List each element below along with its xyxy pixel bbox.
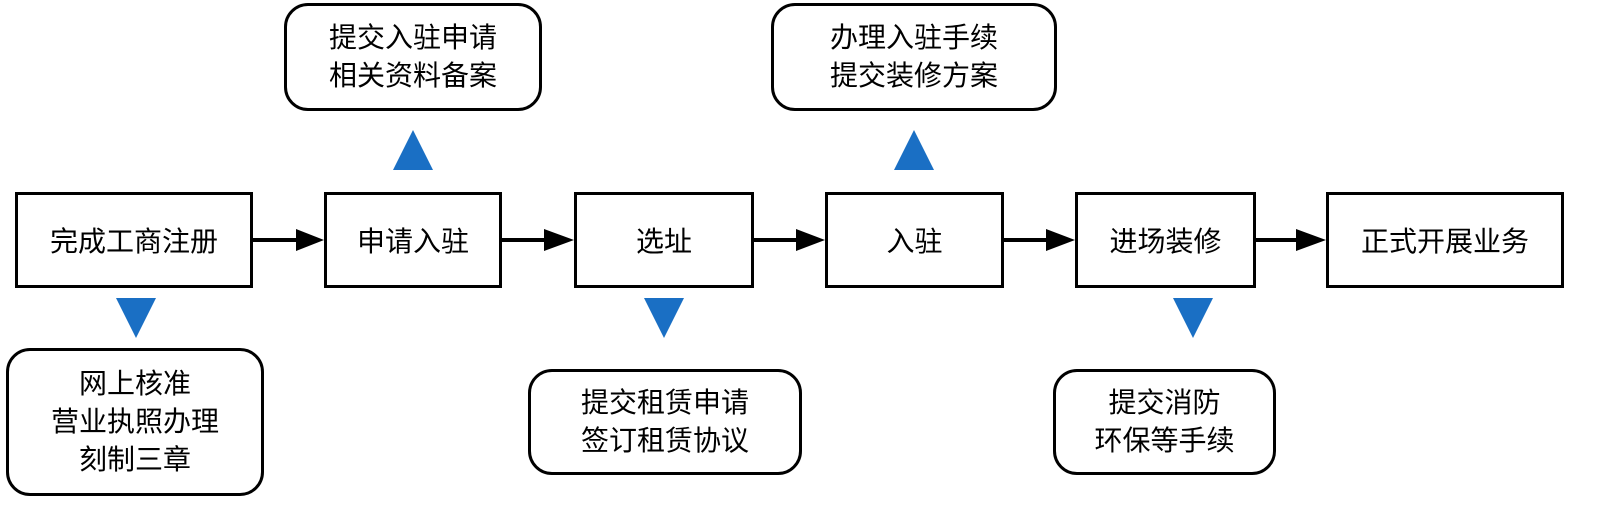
step-renovation: 进场装修 <box>1075 192 1256 288</box>
note-line: 网上核准 <box>78 367 191 400</box>
note-line: 相关资料备案 <box>328 59 497 92</box>
note-line: 营业执照办理 <box>50 405 219 438</box>
marker-triangle-down <box>1173 298 1213 338</box>
note-line: 签订租赁协议 <box>580 424 749 457</box>
note-line: 刻制三章 <box>78 443 191 476</box>
note-line: 环保等手续 <box>1094 424 1235 457</box>
flow-arrow <box>1002 229 1075 251</box>
note-apply-details: 提交入驻申请 相关资料备案 <box>284 3 542 111</box>
step-apply-entry: 申请入驻 <box>324 192 502 288</box>
flow-arrow <box>252 229 324 251</box>
marker-triangle-up <box>894 130 934 170</box>
flow-arrow <box>752 229 825 251</box>
note-line: 提交入驻申请 <box>328 21 497 54</box>
note-renovation-details: 提交消防 环保等手续 <box>1053 369 1276 475</box>
step-start-business: 正式开展业务 <box>1326 192 1564 288</box>
step-register-business: 完成工商注册 <box>15 192 253 288</box>
flow-arrow <box>1254 229 1326 251</box>
note-registration-details: 网上核准 营业执照办理 刻制三章 <box>6 348 264 496</box>
note-move-in-details: 办理入驻手续 提交装修方案 <box>771 3 1057 111</box>
marker-triangle-down <box>644 298 684 338</box>
note-line: 提交装修方案 <box>829 59 998 92</box>
flow-arrow <box>500 229 574 251</box>
note-line: 提交消防 <box>1108 386 1221 419</box>
step-site-selection: 选址 <box>574 192 754 288</box>
marker-triangle-up <box>393 130 433 170</box>
marker-triangle-down <box>116 298 156 338</box>
note-line: 办理入驻手续 <box>829 21 998 54</box>
note-line: 提交租赁申请 <box>580 386 749 419</box>
note-site-details: 提交租赁申请 签订租赁协议 <box>528 369 802 475</box>
step-move-in: 入驻 <box>825 192 1004 288</box>
